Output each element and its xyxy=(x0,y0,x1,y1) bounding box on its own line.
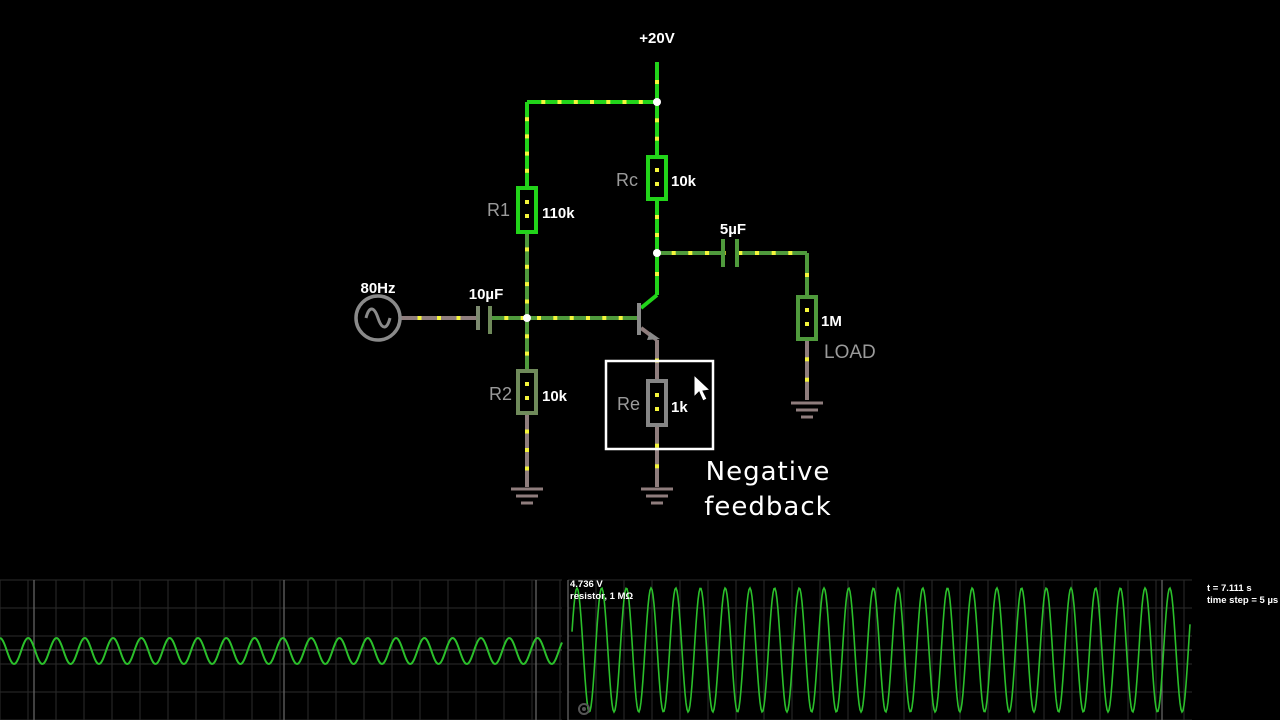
current-dot xyxy=(417,316,422,320)
current-dot xyxy=(525,299,529,304)
current-dot xyxy=(688,251,693,255)
current-dot xyxy=(504,316,509,320)
mouse-pointer-icon xyxy=(693,373,712,402)
current-dot xyxy=(520,316,525,320)
current-dot xyxy=(655,272,659,276)
scope-right-trace xyxy=(571,586,1191,714)
resistor-load[interactable]: 1M LOAD xyxy=(796,295,876,363)
source-frequency: 80Hz xyxy=(360,280,395,297)
r2-value: 10k xyxy=(542,388,568,405)
scope-probe-label: resistor, 1 MΩ xyxy=(570,591,633,602)
r1-name: R1 xyxy=(487,200,510,220)
load-value: 1M xyxy=(821,313,842,330)
ground-icon xyxy=(791,401,823,419)
current-dot xyxy=(655,118,659,123)
current-dot xyxy=(525,466,529,471)
resistor-r2[interactable]: R2 10k xyxy=(489,369,568,415)
current-dot xyxy=(638,100,643,104)
current-dot xyxy=(525,264,529,269)
resistor-re[interactable]: Re 1k xyxy=(617,379,688,427)
cap-output-value: 5µF xyxy=(720,221,746,238)
scope-left-trace xyxy=(0,636,563,666)
capacitor-output[interactable]: 5µF xyxy=(720,221,746,267)
scope-left[interactable] xyxy=(0,579,563,720)
resistor-rc[interactable]: Rc 10k xyxy=(616,155,697,201)
current-dot xyxy=(805,273,809,277)
current-dot xyxy=(525,247,529,252)
current-dot xyxy=(618,316,623,320)
wires xyxy=(400,62,809,487)
current-dot xyxy=(671,251,676,255)
r1-value: 110k xyxy=(542,205,575,222)
current-dot xyxy=(525,168,529,173)
re-name: Re xyxy=(617,394,640,414)
cap-input-value: 10µF xyxy=(469,286,504,303)
junction-base xyxy=(523,314,531,322)
current-dot xyxy=(655,464,659,469)
current-dot xyxy=(655,215,659,219)
ground-icon xyxy=(511,487,543,505)
scope-right[interactable]: 4.736 V resistor, 1 MΩ xyxy=(567,579,1192,720)
supply-label: +20V xyxy=(639,30,674,47)
scope-voltage-readout: 4.736 V xyxy=(570,579,603,590)
junction-top xyxy=(653,98,661,106)
wire-collector-diag[interactable] xyxy=(639,293,659,310)
current-dot xyxy=(602,316,607,320)
annotation-line2: feedback xyxy=(704,492,831,522)
current-dot xyxy=(525,117,529,122)
current-dot xyxy=(537,316,541,320)
sim-timestep-readout: time step = 5 µs xyxy=(1207,595,1278,606)
current-dot xyxy=(569,316,574,320)
current-dot xyxy=(622,100,627,104)
current-dot xyxy=(590,100,594,104)
current-dot xyxy=(805,377,809,382)
current-dot xyxy=(541,100,546,104)
npn-transistor-icon[interactable] xyxy=(637,303,660,340)
junctions xyxy=(523,98,661,322)
capacitor-input[interactable]: 10µF xyxy=(469,286,504,334)
current-dot xyxy=(456,316,461,320)
current-dot xyxy=(705,251,709,255)
current-dot xyxy=(525,282,529,287)
r2-name: R2 xyxy=(489,384,512,404)
current-dot xyxy=(437,316,441,320)
current-dot xyxy=(655,443,659,448)
current-dot xyxy=(525,134,529,139)
current-dot xyxy=(655,136,659,141)
rc-name: Rc xyxy=(616,170,638,190)
current-dot xyxy=(738,251,743,255)
current-dot xyxy=(525,351,529,356)
current-dot xyxy=(557,100,562,104)
sim-time-readout: t = 7.111 s xyxy=(1207,583,1252,594)
ac-source-icon[interactable]: 80Hz xyxy=(354,280,402,342)
ground-icon xyxy=(641,487,673,505)
feedback-highlight-box xyxy=(604,359,715,451)
resistor-r1[interactable]: R1 110k xyxy=(487,186,575,234)
re-value: 1k xyxy=(671,399,688,416)
current-dot xyxy=(525,151,529,156)
current-dot xyxy=(805,357,809,362)
current-dot xyxy=(755,251,759,255)
current-dot xyxy=(553,316,558,320)
current-dot xyxy=(655,80,659,84)
junction-collector xyxy=(653,249,661,257)
rc-value: 10k xyxy=(671,173,697,190)
annotation-line1: Negative xyxy=(706,457,831,487)
gear-icon[interactable] xyxy=(578,703,590,715)
current-dot xyxy=(606,100,611,104)
current-dot xyxy=(771,251,776,255)
load-name: LOAD xyxy=(824,342,876,363)
current-dots xyxy=(417,80,809,471)
current-dot xyxy=(525,429,529,434)
scope-left-grid xyxy=(0,579,562,720)
current-dot xyxy=(525,448,529,452)
current-dot xyxy=(525,334,529,339)
current-dot xyxy=(655,233,659,237)
current-dot xyxy=(586,316,590,320)
current-dot xyxy=(573,100,578,104)
current-dot xyxy=(788,251,793,255)
